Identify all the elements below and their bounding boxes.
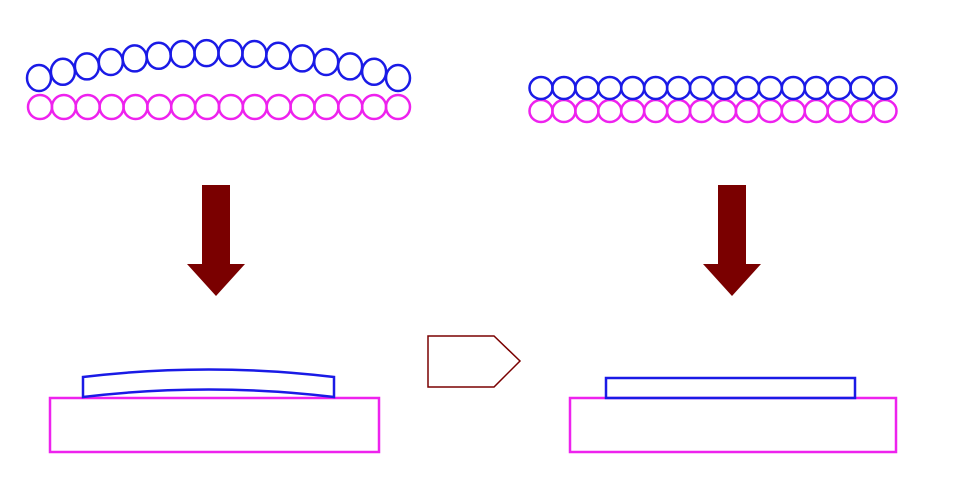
substrate-atom: [74, 93, 101, 121]
film-atom: [528, 75, 554, 101]
left-bent-film: [81, 368, 336, 399]
substrate-atom: [384, 93, 412, 121]
film-atom: [336, 52, 364, 81]
film-atom: [193, 38, 220, 68]
substrate-atom: [50, 93, 78, 121]
left-substrate-block: [48, 396, 381, 454]
film-atom: [665, 75, 692, 101]
right-down-arrow-icon: [703, 185, 761, 296]
film-atom: [25, 63, 53, 93]
film-atom: [241, 39, 268, 69]
right-film-atom-row: [528, 75, 898, 101]
substrate-atom: [193, 93, 221, 121]
substrate-atom: [217, 93, 245, 121]
film-atom: [121, 44, 148, 73]
right-substrate-block: [568, 396, 898, 454]
substrate-atom: [26, 93, 54, 121]
right-atomic-lattice: [528, 75, 898, 124]
film-atom: [872, 75, 898, 101]
substrate-atom: [803, 98, 829, 124]
film-atom: [597, 75, 623, 101]
substrate-atom: [849, 98, 875, 124]
film-atom: [169, 39, 196, 69]
film-atom: [780, 75, 807, 101]
film-atom: [574, 75, 600, 101]
film-atom: [384, 63, 412, 93]
film-atom: [619, 75, 646, 101]
film-atom: [849, 75, 875, 101]
left-down-arrow-icon: [187, 185, 245, 296]
film-atom: [711, 75, 738, 101]
substrate-atom: [757, 98, 784, 124]
substrate-atom: [146, 93, 173, 121]
film-atom: [289, 44, 316, 73]
film-atom: [688, 75, 715, 101]
substrate-atom: [826, 98, 852, 124]
film-atom: [757, 75, 784, 101]
substrate-atom: [289, 93, 316, 121]
left-film-atom-row: [25, 38, 412, 93]
film-atom: [217, 38, 244, 68]
substrate-atom: [337, 93, 364, 121]
substrate-atom: [241, 93, 269, 121]
left-substrate-atom-row: [26, 93, 412, 121]
film-atom: [49, 57, 77, 87]
substrate-atom: [360, 93, 388, 121]
left-atomic-lattice: [25, 38, 412, 121]
film-atom: [265, 41, 292, 71]
substrate-atom: [528, 98, 554, 124]
left-macroscopic-view: [48, 368, 381, 454]
substrate-atom: [98, 93, 125, 121]
substrate-atom: [122, 93, 149, 121]
substrate-atom: [551, 98, 577, 124]
substrate-atom: [619, 98, 646, 124]
film-atom: [360, 57, 388, 87]
substrate-atom: [265, 93, 292, 121]
substrate-atom: [780, 98, 807, 124]
substrate-atom: [734, 98, 761, 124]
substrate-atom: [169, 93, 197, 121]
right-macroscopic-view: [568, 376, 898, 454]
film-atom: [145, 41, 172, 71]
substrate-atom: [665, 98, 692, 124]
substrate-atom: [872, 98, 898, 124]
film-atom: [826, 75, 852, 101]
substrate-atom: [313, 93, 340, 121]
pentagon-arrow-icon: [427, 335, 522, 388]
substrate-atom: [711, 98, 738, 124]
film-atom: [551, 75, 577, 101]
film-atom: [97, 47, 125, 77]
substrate-atom: [574, 98, 600, 124]
substrate-atom: [642, 98, 669, 124]
substrate-atom: [597, 98, 623, 124]
substrate-atom: [688, 98, 715, 124]
film-atom: [642, 75, 669, 101]
film-atom: [734, 75, 761, 101]
right-substrate-atom-row: [528, 98, 898, 124]
film-atom: [803, 75, 829, 101]
film-atom: [73, 52, 101, 81]
right-flat-film: [604, 376, 857, 400]
film-atom: [312, 47, 340, 77]
